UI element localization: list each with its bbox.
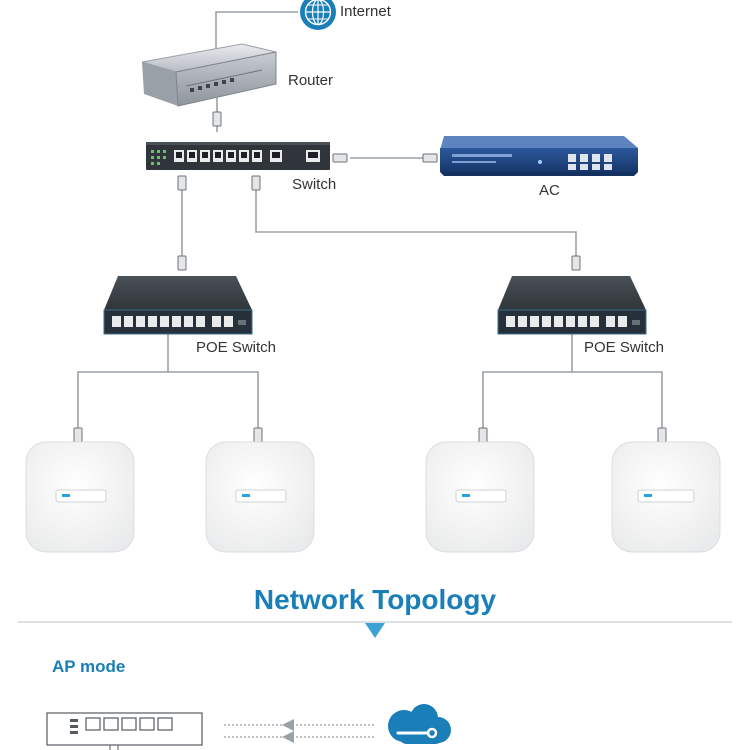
rj45-connector — [177, 175, 187, 191]
wire-switch-poe-right — [255, 186, 577, 262]
rj45-connector — [332, 153, 348, 163]
switch-device — [146, 142, 330, 170]
globe-icon — [300, 0, 336, 30]
rj45-connector — [73, 427, 83, 443]
divider-arrow-icon — [365, 623, 385, 638]
ap-mode-label: AP mode — [52, 657, 126, 676]
wires — [77, 11, 663, 432]
arrow-left-icon — [282, 719, 294, 743]
access-point-4 — [611, 441, 721, 553]
wire-poe-left-ap2 — [168, 371, 259, 432]
wire-poe-left-ap1 — [77, 334, 169, 432]
rj45-connector — [251, 175, 261, 191]
rj45-connector — [253, 427, 263, 443]
poe-switch-right-device — [497, 276, 647, 335]
page-title: Network Topology — [253, 584, 497, 615]
switch-thumbnail — [46, 712, 203, 750]
access-point-2 — [205, 441, 315, 553]
rj45-connector — [478, 427, 488, 443]
poe-switch-left-device — [103, 276, 253, 335]
data-flow-arrows — [224, 724, 376, 738]
ac-controller-device — [440, 136, 638, 176]
router-device — [141, 43, 277, 107]
wire-poe-right-ap4 — [572, 371, 663, 432]
router-label: Router — [288, 72, 334, 89]
cloud-icon — [388, 704, 451, 744]
rj45-connector — [571, 255, 581, 271]
internet-label: Internet — [340, 3, 391, 20]
switch-label: Switch — [292, 176, 337, 193]
access-point-1 — [25, 441, 135, 553]
rj45-connector — [177, 255, 187, 271]
rj45-connector — [657, 427, 667, 443]
ac-label: AC — [539, 182, 560, 199]
access-point-3 — [425, 441, 535, 553]
poe-switch-left-label: POE Switch — [196, 339, 277, 356]
rj45-connector — [212, 111, 222, 127]
poe-switch-right-label: POE Switch — [584, 339, 665, 356]
rj45-connector — [422, 153, 438, 163]
wire-internet-router — [215, 11, 298, 50]
wire-poe-right-ap3 — [482, 334, 573, 432]
